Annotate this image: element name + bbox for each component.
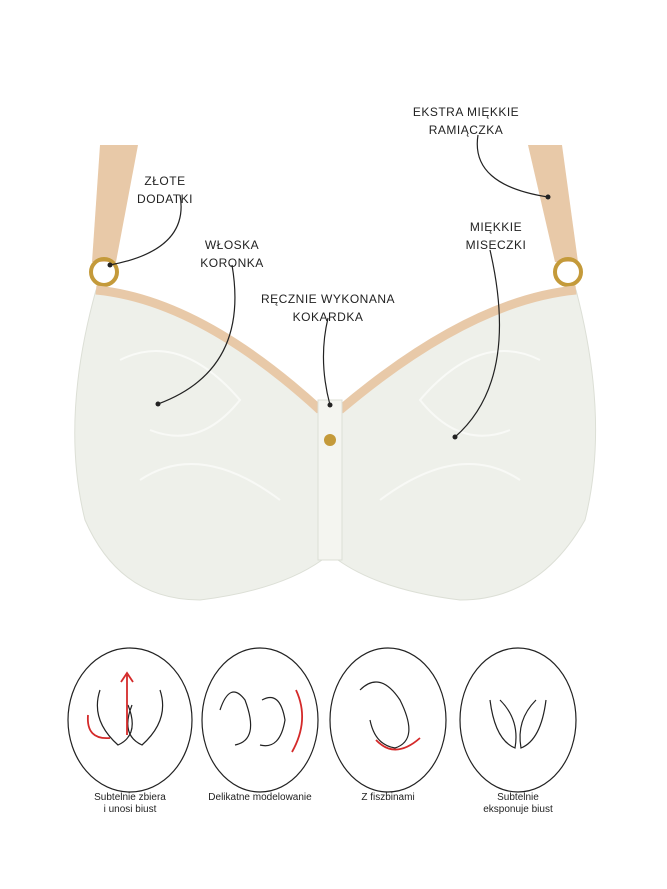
callout-line: KORONKA: [200, 256, 264, 270]
callout-line: RAMIĄCZKA: [428, 123, 504, 137]
feature-caption-shaping: Delikatne modelowanie: [208, 792, 311, 804]
cleavage-icon: [459, 647, 577, 793]
right-strap: [528, 145, 578, 262]
left-gold-ring: [89, 257, 119, 287]
right-gold-ring: [553, 257, 583, 287]
caption-line: Subtelnie zbiera: [94, 792, 166, 803]
callout-gold-details: ZŁOTE DODATKI: [137, 172, 193, 208]
callout-lace: WŁOSKA KORONKA: [200, 236, 264, 272]
callout-line: MIĘKKIE: [469, 220, 523, 234]
callout-line: RĘCZNIE WYKONANA: [260, 292, 396, 306]
caption-line: eksponuje biust: [483, 804, 553, 815]
callout-line: ZŁOTE: [144, 174, 186, 188]
gold-charm: [324, 434, 336, 446]
shaping-icon: [201, 647, 319, 793]
caption-line: i unosi biust: [103, 804, 157, 815]
callout-line: WŁOSKA: [204, 238, 260, 252]
caption-line: Subtelnie: [497, 792, 539, 803]
callout-cups: MIĘKKIE MISECZKI: [466, 218, 527, 254]
underwire-icon: [329, 647, 447, 793]
left-cup: [74, 289, 323, 601]
left-strap: [92, 145, 138, 262]
callout-bow: RĘCZNIE WYKONANA KOKARDKA: [261, 290, 395, 326]
feature-caption-underwire: Z fiszbinami: [361, 792, 414, 804]
callout-line: KOKARDKA: [292, 310, 364, 324]
callout-line: DODATKI: [137, 192, 193, 206]
caption-line: Delikatne modelowanie: [208, 792, 312, 803]
right-cup: [337, 289, 597, 601]
callout-straps: EKSTRA MIĘKKIE RAMIĄCZKA: [413, 103, 519, 139]
lift-icon: [67, 647, 193, 793]
callout-line: EKSTRA MIĘKKIE: [412, 105, 520, 119]
caption-line: Z fiszbinami: [361, 792, 415, 803]
callout-line: MISECZKI: [465, 238, 527, 252]
